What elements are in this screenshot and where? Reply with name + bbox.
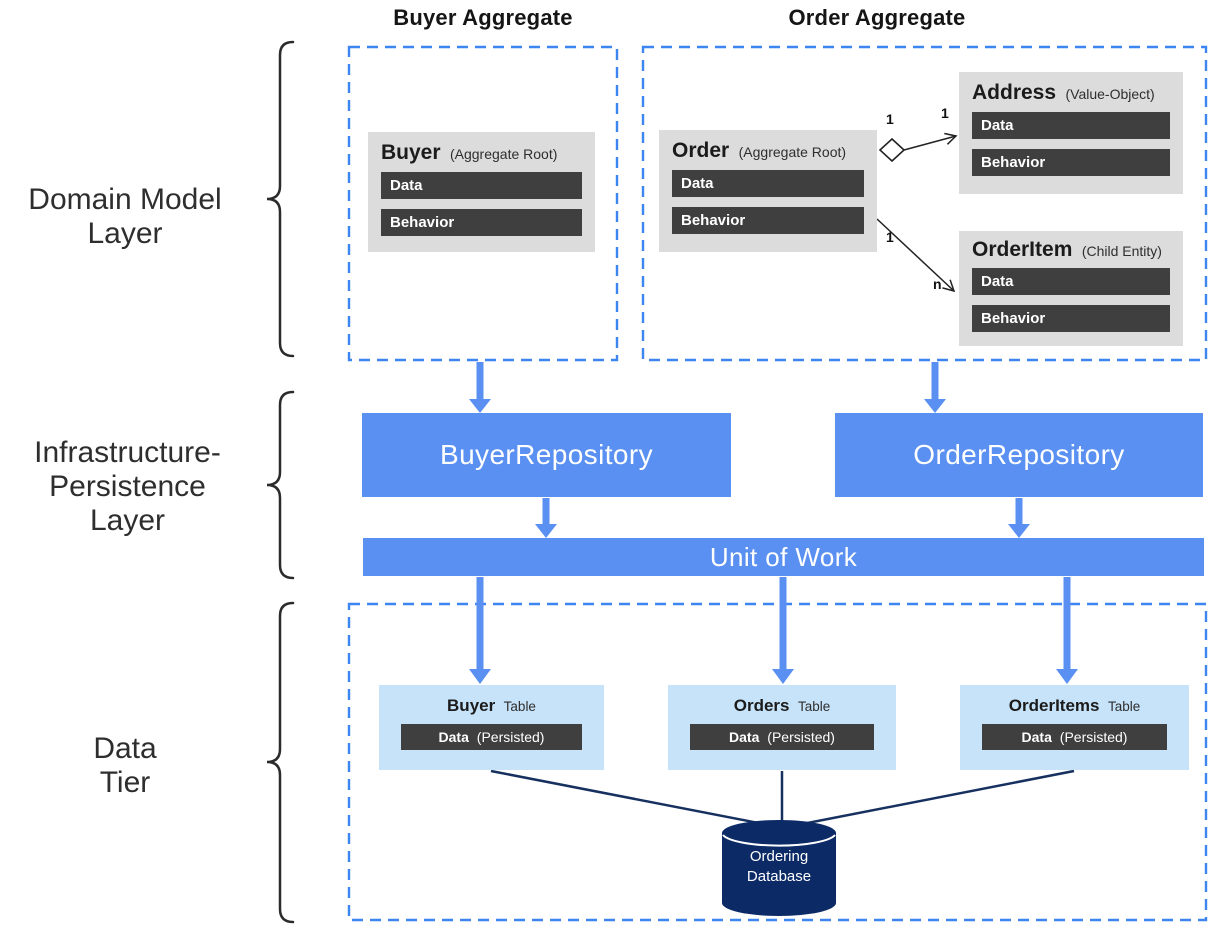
bar-suffix: (Persisted) — [1059, 729, 1128, 745]
entity-qualifier: (Child Entity) — [1081, 243, 1162, 259]
table-name: Orders — [733, 696, 790, 715]
entity-name: Address — [972, 81, 1057, 104]
entity-section-behavior: Behavior — [972, 305, 1170, 332]
layer-label-line: Layer — [89, 504, 166, 537]
entity-qualifier: (Value-Object) — [1065, 86, 1155, 102]
entity-section-behavior: Behavior — [672, 207, 864, 234]
entity-section-data: Data — [972, 112, 1170, 139]
unit-of-work-bar: Unit of Work — [363, 538, 1204, 576]
arrow-buyer-aggregate-to-repository-icon — [469, 362, 491, 413]
entity-section-behavior: Behavior — [972, 149, 1170, 176]
database-label-line: Ordering — [749, 848, 809, 865]
entity-section-data: Data — [972, 268, 1170, 295]
layer-label-line: Infrastructure- — [34, 436, 221, 469]
entity-section-data: Data — [381, 172, 582, 199]
data-tier-boundary — [347, 602, 1208, 922]
table-suffix: Table — [797, 699, 831, 714]
layer-label-line: Tier — [99, 766, 151, 799]
arrow-uow-to-orderitems-table-icon — [1056, 577, 1078, 684]
data-tier-label: Data Tier — [0, 732, 250, 800]
arrow-buyer-repository-to-uow-icon — [535, 498, 557, 538]
domain-layer-brace-icon — [266, 40, 295, 358]
order-aggregate-boundary — [641, 45, 1208, 362]
multiplicity-orderitem-side: n — [933, 276, 942, 292]
table-header: Buyer Table — [379, 685, 604, 716]
entity-qualifier: (Aggregate Root) — [738, 144, 847, 160]
entity-header: OrderItem (Child Entity) — [959, 231, 1183, 268]
buyer-aggregate-title: Buyer Aggregate — [393, 5, 573, 30]
arrow-order-repository-to-uow-icon — [1008, 498, 1030, 538]
table-db-connectors — [490, 769, 1075, 829]
orderitem-entity-box: OrderItem (Child Entity) Data Behavior — [959, 231, 1183, 346]
entity-header: Address (Value-Object) — [959, 72, 1183, 112]
database-label-line: Database — [746, 868, 812, 886]
buyer-entity-box: Buyer (Aggregate Root) Data Behavior — [368, 132, 595, 252]
flow-arrows — [469, 362, 1078, 684]
address-entity-box: Address (Value-Object) Data Behavior — [959, 72, 1183, 194]
relation-order-to-address — [878, 132, 958, 163]
relation-order-to-orderitem — [876, 218, 956, 293]
buyer-repository-box: BuyerRepository — [362, 413, 731, 497]
entity-section-behavior: Behavior — [381, 209, 582, 236]
arrow-order-aggregate-to-repository-icon — [924, 362, 946, 413]
entity-section-data: Data — [672, 170, 864, 197]
layer-label-line: Domain Model — [28, 183, 222, 216]
bar-name: Data — [729, 729, 760, 745]
entity-header: Buyer (Aggregate Root) — [368, 132, 595, 172]
database-cylinder-icon — [722, 820, 836, 916]
data-tier-brace-icon — [266, 601, 295, 924]
multiplicity-address-side: 1 — [941, 105, 949, 121]
table-name: Buyer — [447, 696, 496, 715]
layer-label-line: Data — [93, 732, 157, 765]
table-header: OrderItems Table — [960, 685, 1189, 716]
table-data-bar: Data (Persisted) — [690, 724, 874, 750]
table-suffix: Table — [503, 699, 536, 714]
infrastructure-layer-brace-icon — [266, 390, 295, 580]
domain-model-layer-label: Domain Model Layer — [0, 183, 250, 251]
table-data-bar: Data (Persisted) — [401, 724, 582, 750]
infrastructure-persistence-layer-label: Infrastructure- Persistence Layer — [0, 436, 255, 538]
bar-name: Data — [438, 729, 469, 745]
bar-suffix: (Persisted) — [476, 729, 545, 745]
bar-name: Data — [1021, 729, 1052, 745]
layer-label-line: Layer — [87, 217, 163, 250]
order-repository-box: OrderRepository — [835, 413, 1203, 497]
buyer-aggregate-boundary — [347, 45, 619, 362]
arrow-uow-to-buyer-table-icon — [469, 577, 491, 684]
layer-label-line: Persistence — [49, 470, 206, 503]
buyer-table-box: Buyer Table Data (Persisted) — [379, 685, 604, 770]
table-name: OrderItems — [1008, 696, 1100, 715]
orderitems-table-box: OrderItems Table Data (Persisted) — [960, 685, 1189, 770]
multiplicity-order-side-address: 1 — [886, 111, 894, 127]
open-arrowhead-icon — [942, 279, 956, 293]
table-suffix: Table — [1107, 699, 1141, 714]
arrow-uow-to-orders-table-icon — [772, 577, 794, 684]
orders-table-box: Orders Table Data (Persisted) — [668, 685, 896, 770]
ordering-database-label: Ordering Database — [722, 847, 836, 888]
table-header: Orders Table — [668, 685, 896, 716]
entity-name: OrderItem — [972, 238, 1073, 261]
open-arrowhead-icon — [944, 132, 958, 145]
order-aggregate-title: Order Aggregate — [788, 5, 966, 30]
entity-name: Order — [672, 139, 730, 162]
multiplicity-order-side-orderitem: 1 — [886, 229, 894, 245]
aggregation-diamond-icon — [878, 137, 906, 163]
order-entity-box: Order (Aggregate Root) Data Behavior — [659, 130, 877, 252]
table-data-bar: Data (Persisted) — [982, 724, 1167, 750]
entity-qualifier: (Aggregate Root) — [449, 146, 558, 162]
entity-name: Buyer — [381, 141, 441, 164]
entity-header: Order (Aggregate Root) — [659, 130, 877, 170]
bar-suffix: (Persisted) — [767, 729, 835, 745]
